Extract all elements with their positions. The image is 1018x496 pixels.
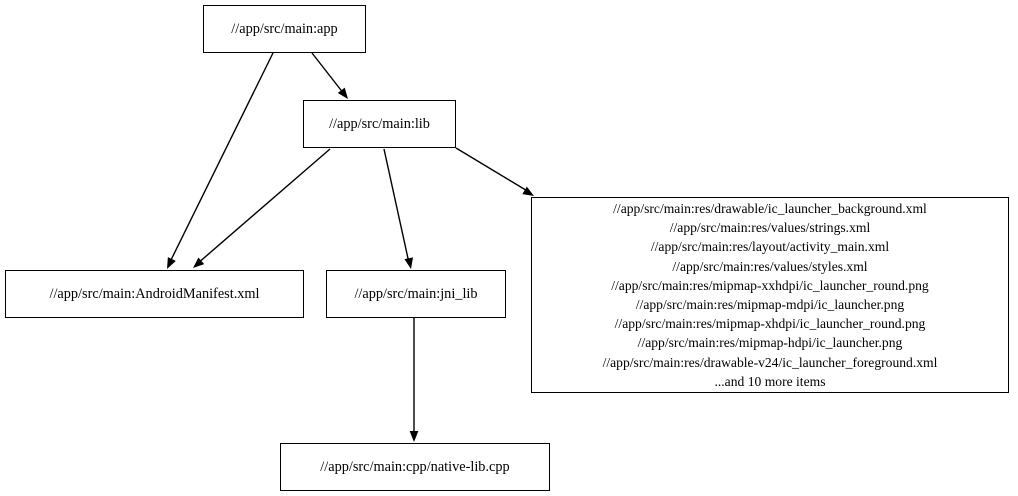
node-label-app: //app/src/main:app [231,20,338,37]
node-label-jni-lib: //app/src/main:jni_lib [354,285,478,302]
graph-edge-arrowhead [193,257,205,268]
graph-edge-arrowhead [337,87,348,99]
graph-node-native-lib-cpp[interactable]: //app/src/main:cpp/native-lib.cpp [280,443,550,491]
graph-edge [455,147,530,193]
graph-edge-arrowhead [522,186,534,196]
graph-node-app[interactable]: //app/src/main:app [203,5,366,53]
graph-edge-arrowhead [404,257,414,269]
node-label-lib: //app/src/main:lib [329,115,430,132]
graph-node-jni-lib[interactable]: //app/src/main:jni_lib [326,270,506,318]
graph-node-res-bundle[interactable]: //app/src/main:res/drawable/ic_launcher_… [531,197,1009,393]
node-label-native-lib-cpp: //app/src/main:cpp/native-lib.cpp [320,458,510,475]
edges-group [167,52,534,442]
graph-node-lib[interactable]: //app/src/main:lib [303,100,456,148]
node-label-res-bundle: //app/src/main:res/drawable/ic_launcher_… [602,200,938,389]
graph-edge [168,52,274,265]
graph-edge-arrowhead [167,257,176,269]
graph-edge [311,52,345,95]
graph-edge-arrowhead [409,431,419,442]
graph-node-android-manifest[interactable]: //app/src/main:AndroidManifest.xml [5,270,304,318]
graph-edge [196,148,331,265]
graph-edge [383,148,410,264]
node-label-android-manifest: //app/src/main:AndroidManifest.xml [49,285,260,302]
